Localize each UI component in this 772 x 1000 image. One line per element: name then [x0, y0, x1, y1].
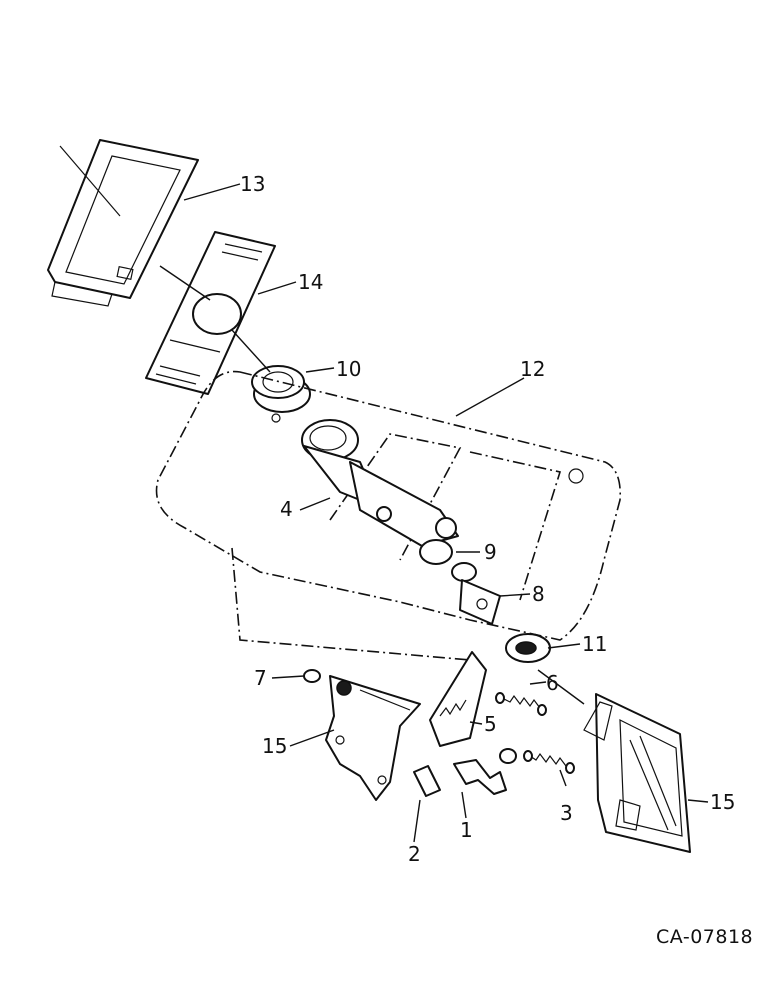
- callout-13: 13: [240, 172, 265, 196]
- callout-10: 10: [336, 357, 361, 381]
- callout-7: 7: [254, 666, 267, 690]
- part-1-lever: [453, 748, 517, 795]
- callout-8: 8: [532, 582, 545, 606]
- callout-4: 4: [280, 497, 293, 521]
- part-11-washer: [505, 633, 551, 663]
- callout-14: 14: [298, 270, 323, 294]
- part-3-spring: [523, 750, 575, 774]
- part-2-block: [413, 765, 441, 797]
- part-5-gate: [429, 651, 487, 747]
- callout-5: 5: [484, 712, 497, 736]
- callout-11: 11: [582, 632, 607, 656]
- part-8-coupling: [451, 562, 501, 625]
- part-14-plate: [145, 231, 276, 395]
- part-9-pivot: [419, 539, 453, 565]
- leader-lines: [159, 183, 709, 843]
- callout-1: 1: [460, 818, 473, 842]
- callout-15-left: 15: [262, 734, 287, 758]
- part-15-right-plate: [583, 693, 691, 853]
- part-13-cover-frame: [47, 139, 199, 307]
- part-15-left-bracket: [325, 675, 421, 801]
- part-7-cap: [303, 669, 321, 683]
- part-6-spring: [495, 692, 547, 716]
- part-4-lever-assembly: [301, 419, 459, 547]
- callout-15-right: 15: [710, 790, 735, 814]
- part-10-seal: [251, 365, 311, 413]
- callout-6: 6: [546, 671, 559, 695]
- reference-code: CA-07818: [656, 926, 753, 948]
- callout-9: 9: [484, 540, 497, 564]
- callout-12: 12: [520, 357, 545, 381]
- callout-2: 2: [408, 842, 421, 866]
- callout-3: 3: [560, 801, 573, 825]
